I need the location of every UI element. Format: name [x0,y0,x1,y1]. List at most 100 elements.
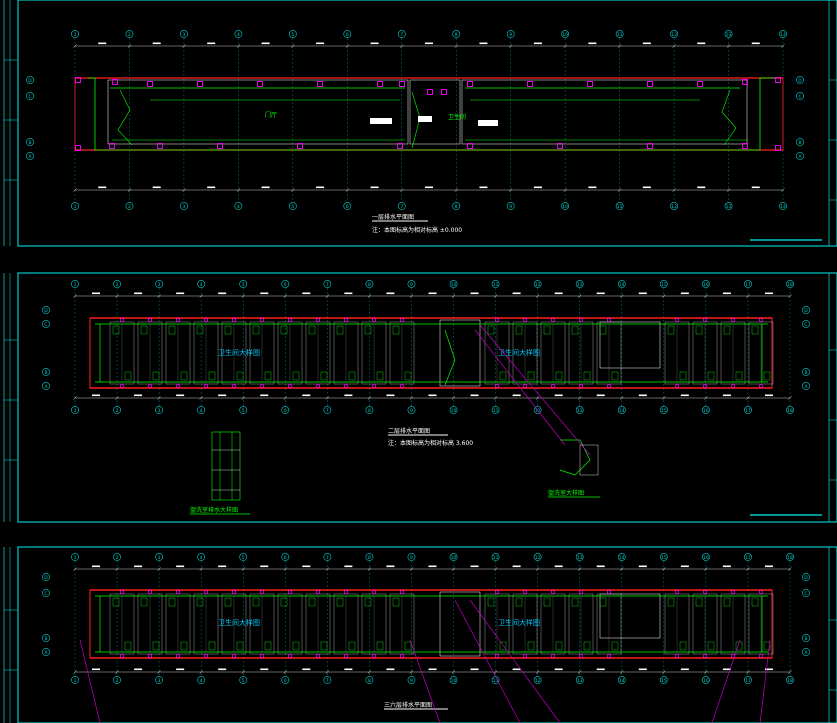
floor-drain [607,384,611,388]
axis-label: 12 [535,408,541,414]
dimension-tick [704,396,708,400]
axis-bubble [407,406,416,414]
dimension-text [386,668,395,671]
axis-bubble [42,368,50,376]
dimension-tick [704,294,708,298]
dimension-tick [493,294,498,298]
dimension-text [680,668,689,671]
toilet-symbol [707,371,715,381]
axis-bubble [155,406,164,414]
toilet-symbol [583,641,591,651]
toilet-symbol [763,371,771,381]
dimension-text [697,42,706,45]
axis-bubble [42,573,50,581]
dimension-text [680,394,689,397]
axis-label: 8 [368,408,371,414]
axis-label: 14 [619,678,625,684]
axis-bubble [802,573,810,581]
dimension-tick [509,44,513,48]
dimension-tick [617,44,622,48]
axis-bubble [449,280,458,288]
axis-label: 7 [326,555,329,561]
dimension-text [428,565,437,568]
axis-bubble [802,382,810,390]
axis-label: C [798,94,801,100]
axis-bubble [659,406,668,414]
dimension-tick [241,396,245,400]
toilet-symbol [751,597,759,607]
axis-label: 12 [535,555,541,561]
dimension-tick [345,188,349,192]
sheet-3-axis-grid: 1122334455667788991010111112121313141415… [42,553,810,684]
axis-bubble [155,280,164,288]
dimension-tick [535,396,540,400]
axis-label: 5 [291,204,294,210]
dimension-tick [788,396,792,400]
axis-bubble [724,30,733,38]
axis-bubble [71,280,79,288]
floor-drain [703,654,707,658]
dimension-tick [345,44,349,48]
axis-bubble [670,30,678,38]
dimension-text [722,668,731,671]
axis-label: 17 [745,282,751,288]
axis-label: 9 [410,555,413,561]
floor-drain [523,654,527,658]
axis-bubble [575,553,584,561]
axis-label: D [28,78,32,84]
axis-label: 14 [780,204,786,210]
dimension-text [596,292,605,295]
axis-bubble [786,553,794,561]
dimension-text [642,42,651,45]
dimension-tick [781,44,785,48]
toilet-symbol [571,597,579,607]
dimension-text [764,668,773,671]
axis-label: 15 [661,282,667,288]
axis-label: 9 [509,204,512,210]
dimension-tick [617,188,622,192]
axis-label: D [804,308,808,314]
sheet-2-frame [17,272,837,523]
toilet-symbol [376,371,384,381]
axis-bubble [575,676,584,684]
floor-drain [675,318,679,322]
room-cell [568,593,594,655]
room-cell [333,593,359,655]
toilet-symbol [404,371,412,381]
axis-bubble [701,553,710,561]
floor-drain [148,318,152,322]
floor-drain [232,384,236,388]
axis-label: B [44,636,47,642]
dimension-tick [662,567,666,571]
dimension-text [92,668,101,671]
axis-bubble [796,152,804,160]
dimension-text [722,565,731,568]
dimension-tick [493,396,498,400]
toilet-symbol [264,371,272,381]
room-cell [221,321,247,385]
axis-bubble [744,553,752,561]
axis-bubble [407,280,416,288]
axis-label: 4 [237,204,240,210]
axis-label: 11 [617,204,623,210]
axis-bubble [281,280,290,288]
dimension-tick [73,396,77,400]
axis-label: 14 [780,32,786,38]
fixture-symbol [467,81,473,87]
axis-bubble [802,589,810,597]
sheet-2-title-block [750,273,837,522]
dimension-tick [325,567,330,571]
axis-label: B [804,370,807,376]
toilet-symbol [140,325,148,335]
floor-drain [400,318,404,322]
sheet-1-title: 一层排水平面图 [372,213,414,221]
floor-drain [372,654,376,658]
toilet-symbol [487,325,495,335]
dimension-text [512,565,521,568]
floor-drain [579,318,583,322]
dimension-tick [283,396,287,400]
axis-label: 10 [451,408,457,414]
room-cell [361,593,387,655]
axis-label: 6 [346,204,349,210]
